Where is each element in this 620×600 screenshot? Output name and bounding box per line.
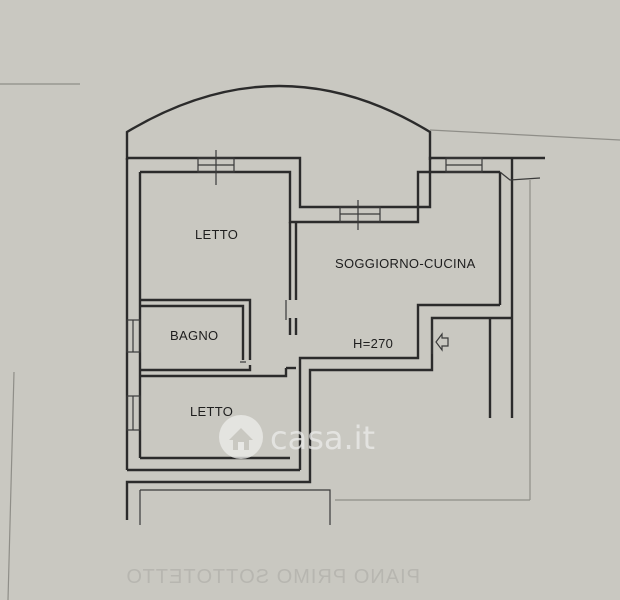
house-logo-icon	[219, 415, 263, 459]
room-label-bagno: BAGNO	[170, 328, 218, 343]
room-label-letto-top: LETTO	[195, 227, 238, 242]
background-frame-lines	[0, 83, 620, 600]
room-label-letto-bottom: LETTO	[190, 404, 233, 419]
entrance-arrow-icon	[431, 330, 449, 354]
mirrored-footer-text: PIANO PRIMO SOTTOTETTO	[125, 566, 420, 588]
ceiling-height-label: H=270	[353, 336, 393, 351]
windows	[126, 150, 483, 431]
interior-partitions	[140, 222, 298, 378]
casa-it-watermark: casa.it	[219, 415, 375, 459]
balcony-arc	[125, 84, 432, 160]
watermark-brand-text: casa.it	[270, 419, 375, 457]
room-label-soggiorno-cucina: SOGGIORNO-CUCINA	[335, 256, 476, 271]
